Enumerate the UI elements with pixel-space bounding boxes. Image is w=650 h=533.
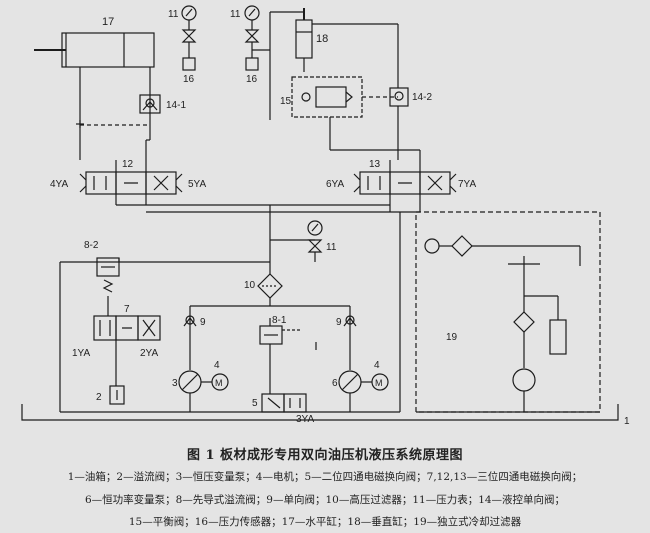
hydraulic-schematic: 17 14-1 11 16 11 16 18 [21, 5, 630, 427]
constant-power-pump-6 [338, 370, 362, 394]
cooling-filter-unit-19 [415, 211, 601, 413]
legend-line-1: 1—油箱；2—溢流阀；3—恒压变量泵；4—电机；5—二位四通电磁换向阀；7,12… [67, 471, 583, 483]
legend-line-2: 6—恒功率变量泵；8—先导式溢流阀；9—单向阀；10—高压过滤器；11—压力表；… [84, 494, 566, 506]
pressure-sensor-16-a [182, 57, 196, 71]
motor-a-label: M [215, 378, 223, 388]
label-4YA: 4YA [50, 179, 68, 190]
label-7YA: 7YA [458, 179, 476, 190]
label-4-b: 4 [374, 360, 380, 371]
check-valve-9-a [183, 315, 197, 327]
pressure-gauge-11-a [181, 5, 197, 58]
figure-caption: 图 1 板材成形专用双向油压机液压系统原理图 [186, 448, 464, 463]
label-11-c: 11 [326, 242, 337, 253]
oil-tank-1 [21, 404, 619, 421]
label-11-a: 11 [168, 9, 179, 20]
label-1YA: 1YA [72, 348, 90, 359]
label-8-2: 8-2 [84, 240, 99, 251]
label-6: 6 [332, 378, 338, 389]
label-9-b: 9 [336, 317, 342, 328]
pressure-sensor-16-b [245, 57, 259, 71]
balance-valve-15 [291, 76, 363, 150]
pilot-relief-valve-8-1 [259, 325, 317, 350]
label-4-a: 4 [214, 360, 220, 371]
high-pressure-filter-10 [257, 273, 283, 299]
label-2: 2 [96, 392, 102, 403]
label-2YA: 2YA [140, 348, 158, 359]
pressure-gauge-11-c [307, 220, 323, 262]
label-17: 17 [102, 16, 114, 28]
directional-valve-13 [353, 171, 457, 195]
label-16-a: 16 [183, 74, 195, 85]
label-11-b: 11 [230, 9, 241, 20]
label-8-1: 8-1 [272, 315, 287, 326]
vertical-cylinder-18 [295, 8, 398, 72]
label-19: 19 [446, 332, 458, 343]
label-15: 15 [280, 96, 292, 107]
label-6YA: 6YA [326, 179, 344, 190]
label-3: 3 [172, 378, 178, 389]
label-16-b: 16 [246, 74, 258, 85]
label-7: 7 [124, 304, 130, 315]
label-14-2: 14-2 [412, 92, 432, 103]
label-14-1: 14-1 [166, 100, 186, 111]
directional-valve-5 [261, 393, 307, 413]
label-13: 13 [369, 159, 381, 170]
legend-line-3: 15—平衡阀；16—压力传感器；17—水平缸；18—垂直缸；19—独立式冷却过滤… [128, 516, 522, 528]
label-1: 1 [624, 416, 630, 427]
label-18: 18 [316, 33, 328, 45]
constant-pressure-pump-3 [178, 370, 202, 394]
relief-valve-2 [109, 385, 125, 405]
label-9-a: 9 [200, 317, 206, 328]
motor-4-a [211, 373, 229, 391]
directional-valve-7 [93, 315, 161, 341]
pilot-check-valve-14-1 [139, 94, 161, 114]
label-5YA: 5YA [188, 179, 206, 190]
motor-4-b [371, 373, 389, 391]
check-valve-9-b [343, 315, 357, 327]
horizontal-cylinder-17 [34, 32, 155, 68]
motor-b-label: M [375, 378, 383, 388]
directional-valve-12 [79, 171, 183, 195]
label-12: 12 [122, 159, 134, 170]
label-5: 5 [252, 398, 258, 409]
pilot-relief-valve-8-2 [96, 257, 120, 293]
label-10: 10 [244, 280, 256, 291]
